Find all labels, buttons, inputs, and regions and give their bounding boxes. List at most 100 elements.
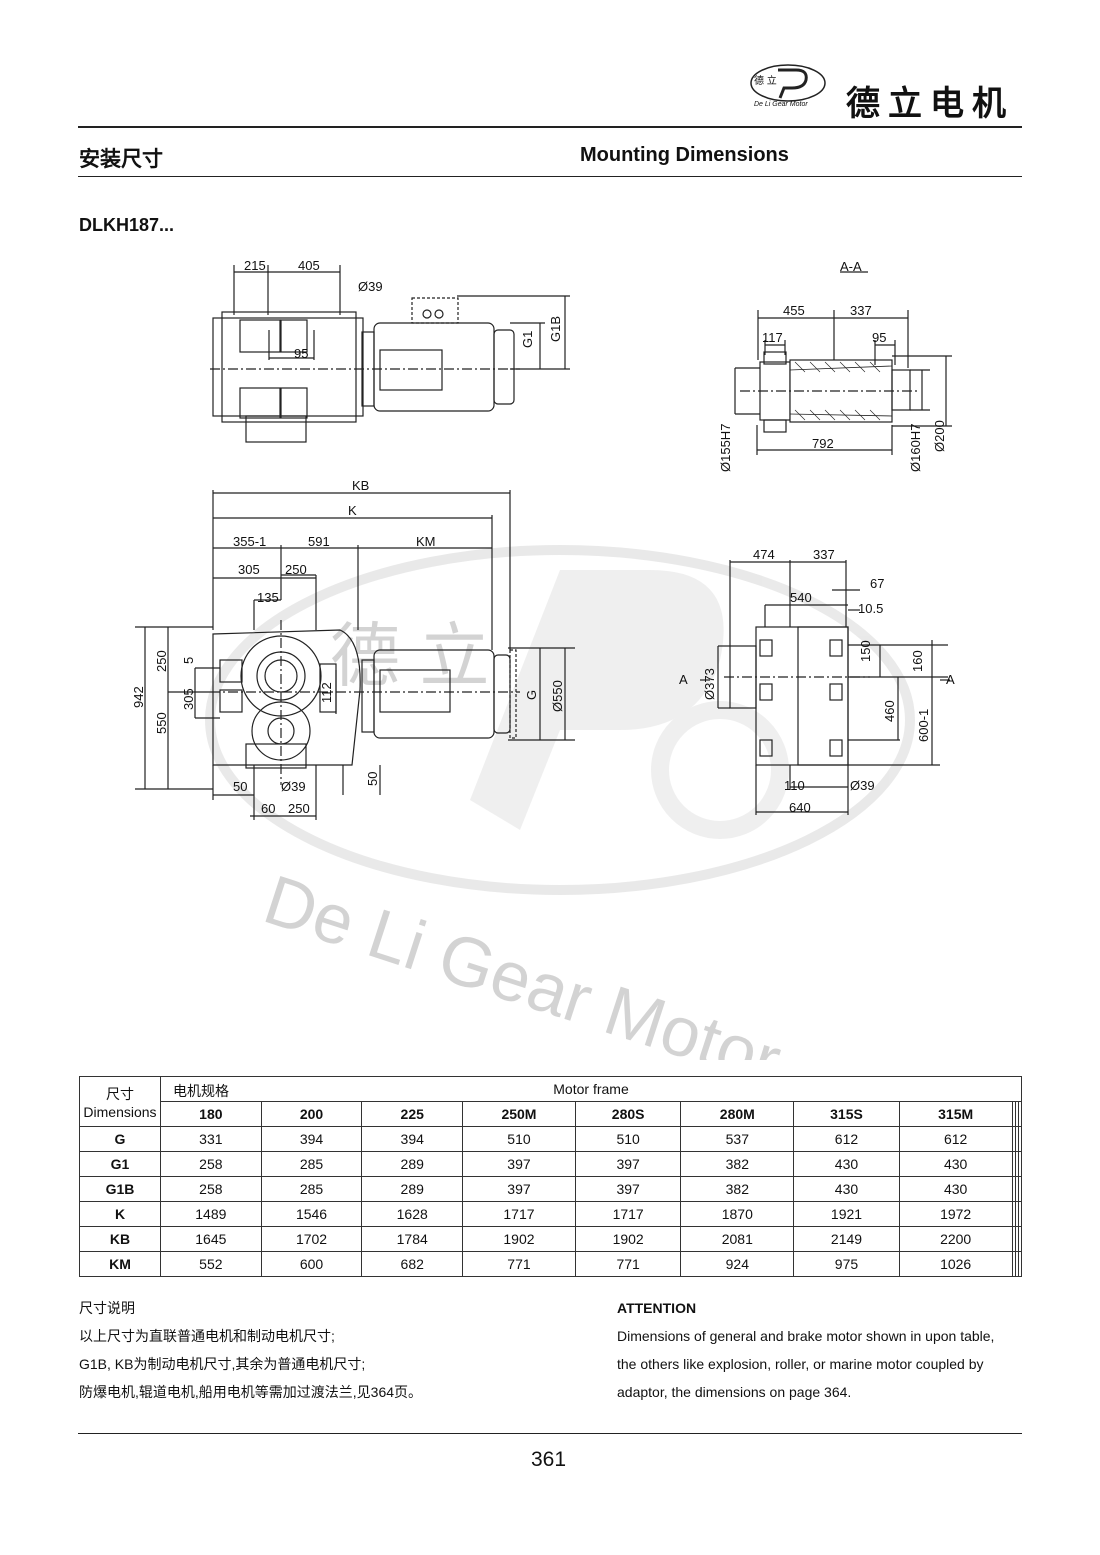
section-mark-a-left: A	[679, 672, 688, 687]
table-cell: 1972	[898, 1201, 1013, 1227]
table-cell: 2081	[680, 1226, 795, 1252]
notes-cn-title: 尺寸说明	[79, 1300, 135, 1316]
dim-550-left: 550	[154, 712, 169, 734]
table-cell: 600	[260, 1251, 363, 1277]
dim-591: 591	[308, 534, 330, 549]
section-aa-title: A-A	[840, 259, 862, 274]
motor-frame-cn: 电机规格	[173, 1083, 229, 1099]
table-cell: 682	[361, 1251, 464, 1277]
size-cell: 250M	[462, 1101, 576, 1127]
brand-logo: 德 立 De Li Gear Motor	[748, 62, 828, 108]
dim-k: K	[348, 503, 357, 518]
logo-text: De Li Gear Motor	[754, 101, 808, 108]
table-cell: 382	[680, 1176, 795, 1202]
table-corner-en: Dimensions	[83, 1103, 157, 1120]
row-label: KB	[79, 1226, 161, 1252]
table-cell: 1870	[680, 1201, 795, 1227]
dim-67: 67	[870, 576, 884, 591]
dim-460: 460	[882, 700, 897, 722]
row-label: KM	[79, 1251, 161, 1277]
notes-en-line2: the others like explosion, roller, or ma…	[617, 1356, 984, 1372]
table-cell: 771	[574, 1251, 682, 1277]
table-cell: 612	[793, 1126, 900, 1152]
table-cell: 331	[160, 1126, 262, 1152]
size-cell: 280M	[680, 1101, 795, 1127]
dim-250-top: 250	[285, 562, 307, 577]
row-label: G1	[79, 1151, 161, 1177]
table-cell: 1489	[160, 1201, 262, 1227]
table-cell: 430	[793, 1176, 900, 1202]
notes-cn-line1: 以上尺寸为直联普通电机和制动电机尺寸;	[79, 1328, 335, 1344]
size-cell: 200	[260, 1101, 363, 1127]
table-cell: 975	[793, 1251, 900, 1277]
table-cell: 1717	[574, 1201, 682, 1227]
table-cell: 397	[462, 1176, 576, 1202]
table-cell	[1017, 1251, 1023, 1277]
dim-160: 160	[910, 650, 925, 672]
dim-d373: Ø373	[702, 668, 717, 700]
dim-d39-top: Ø39	[358, 279, 383, 294]
dim-942: 942	[131, 686, 146, 708]
table-corner: 尺寸 Dimensions	[79, 1076, 161, 1127]
dim-d200: Ø200	[932, 420, 947, 452]
dim-305-left: 305	[181, 688, 196, 710]
table-cell: 394	[260, 1126, 363, 1152]
dim-d155h7: Ø155H7	[718, 424, 733, 472]
dim-337-side: 337	[813, 547, 835, 562]
top-view	[210, 265, 570, 443]
dim-135: 135	[257, 590, 279, 605]
dim-5: 5	[181, 657, 196, 664]
dim-50-bottom: 50	[233, 779, 247, 794]
dim-455: 455	[783, 303, 805, 318]
size-cell: 315S	[793, 1101, 900, 1127]
dim-d550: Ø550	[550, 680, 565, 712]
dim-215: 215	[244, 258, 266, 273]
table-cell	[1017, 1126, 1023, 1152]
section-title-cn: 安装尺寸	[79, 148, 163, 171]
table-corner-cn: 尺寸	[106, 1085, 134, 1102]
dim-792: 792	[812, 436, 834, 451]
row-label: G1B	[79, 1176, 161, 1202]
dim-95-top: 95	[294, 346, 308, 361]
table-cell: 397	[574, 1176, 682, 1202]
dim-g: G	[524, 690, 539, 700]
table-cell: 1702	[260, 1226, 363, 1252]
notes-en-title: ATTENTION	[617, 1300, 697, 1316]
row-label: G	[79, 1126, 161, 1152]
dim-d160h7: Ø160H7	[908, 424, 923, 472]
size-cell	[1017, 1101, 1023, 1127]
size-row: 180 200 225 250M 280S 280M 315S 315M	[80, 1101, 1023, 1127]
table-cell: 1717	[462, 1201, 576, 1227]
dim-95-section: 95	[872, 330, 886, 345]
notes-en: ATTENTION Dimensions of general and brak…	[617, 1294, 994, 1406]
footer-rule	[78, 1433, 1022, 1434]
notes-en-line3: adaptor, the dimensions on page 364.	[617, 1384, 852, 1400]
table-cell	[1017, 1176, 1023, 1202]
table-cell: 289	[361, 1176, 464, 1202]
dim-110: 110	[784, 778, 805, 793]
table-cell: 552	[160, 1251, 262, 1277]
table-cell: 397	[462, 1151, 576, 1177]
dim-kb: KB	[352, 478, 369, 493]
dim-g1: G1	[520, 331, 535, 348]
table-cell: 612	[898, 1126, 1013, 1152]
table-cell: 510	[574, 1126, 682, 1152]
table-cell: 289	[361, 1151, 464, 1177]
table-cell	[1017, 1226, 1023, 1252]
section-aa-view	[734, 271, 952, 455]
table-cell: 1026	[898, 1251, 1013, 1277]
dim-d39-side: Ø39	[850, 778, 875, 793]
size-cell: 180	[160, 1101, 262, 1127]
notes-cn-line3: 防爆电机,辊道电机,船用电机等需加过渡法兰,见364页。	[79, 1384, 423, 1400]
table-cell: 382	[680, 1151, 795, 1177]
table-cell	[1017, 1151, 1023, 1177]
size-cell: 280S	[574, 1101, 682, 1127]
table-cell: 430	[898, 1151, 1013, 1177]
table-cell: 1645	[160, 1226, 262, 1252]
table-cell: 1902	[462, 1226, 576, 1252]
